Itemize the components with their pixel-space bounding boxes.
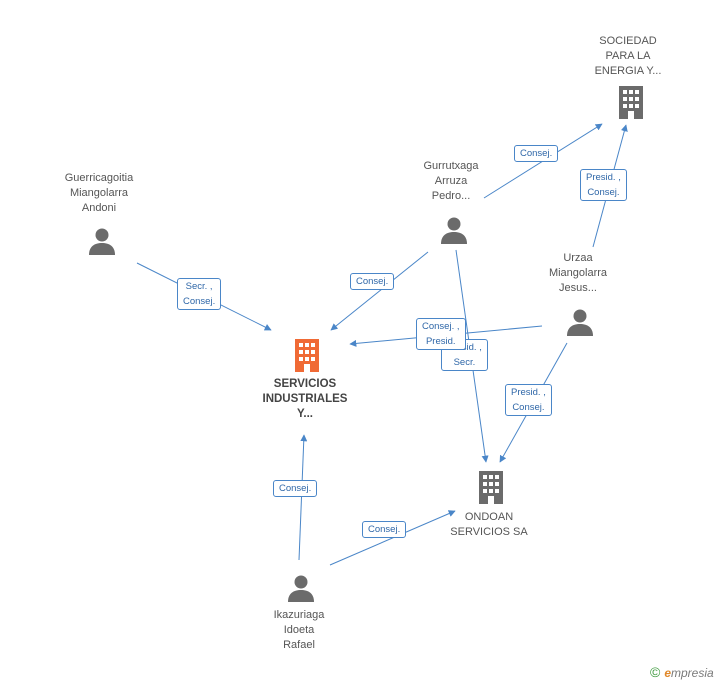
building-icon[interactable] [291,338,323,372]
label-line: Consej. [512,402,545,413]
label-line: SERVICIOS [273,378,337,390]
company-label-servicios[interactable]: SERVICIOS INDUSTRIALES Y... [245,377,365,422]
person-icon[interactable] [287,574,315,602]
person-icon[interactable] [88,227,116,255]
edge-label-consej-presid[interactable]: Consej. , Presid. [416,318,466,350]
label-line: ONDOAN [464,511,514,523]
label-line: Consej. [183,296,216,307]
label-line: Pedro... [431,190,471,202]
label-line: Urzaa [563,252,593,264]
edge-label-presid-consej[interactable]: Presid. , Consej. [505,384,552,416]
label-line: INDUSTRIALES [262,393,348,405]
edge-ikazuriaga-servicios [298,434,308,561]
label-line: Jesus... [559,282,597,294]
label-line: Presid. [425,336,456,347]
person-label-guerricagoitia[interactable]: Guerricagoitia Miangolarra Andoni [49,171,149,216]
label-line: Rafael [283,639,315,651]
label-line: Secr. , [185,281,213,292]
label-line: Y... [297,408,313,420]
person-label-urzaa[interactable]: Urzaa Miangolarra Jesus... [528,251,628,296]
edge-ikazuriaga-ondoan [329,510,456,566]
label-line: SOCIEDAD [599,35,657,47]
label-line: Miangolarra [548,267,608,279]
building-icon[interactable] [475,470,507,504]
person-icon[interactable] [566,308,594,336]
person-label-gurrutxaga[interactable]: Gurrutxaga Arruza Pedro... [401,159,501,204]
label-line: Consej. [587,187,620,198]
label-line: Consej. [356,276,389,287]
company-label-sociedad[interactable]: SOCIEDAD PARA LA ENERGIA Y... [578,34,678,79]
label-line: Gurrutxaga [423,160,479,172]
brand-e: e [664,666,672,680]
label-line: Consej. [368,524,401,535]
building-icon[interactable] [615,85,647,119]
brand-name: mpresia [671,666,714,680]
label-line: SERVICIOS SA [450,526,528,538]
label-line: Miangolarra [69,187,129,199]
label-line: Presid. , [511,387,546,398]
edge-label-consej[interactable]: Consej. [350,273,395,290]
label-line: Consej. [279,483,312,494]
label-line: Ikazuriaga [273,609,325,621]
edge-label-consej[interactable]: Consej. [273,480,318,497]
edge-label-secr-consej[interactable]: Secr. , Consej. [177,278,222,310]
label-line: Consej. [520,148,553,159]
label-line: Consej. , [422,321,460,332]
label-line: Presid. , [586,172,621,183]
empresia-logo[interactable]: ©empresia [650,664,714,680]
person-icon[interactable] [440,216,468,244]
copyright-icon: © [650,664,661,680]
edge-label-consej[interactable]: Consej. [514,145,559,162]
label-line: Guerricagoitia [64,172,134,184]
edge-label-consej[interactable]: Consej. [362,521,407,538]
label-line: PARA LA [605,50,651,62]
person-label-ikazuriaga[interactable]: Ikazuriaga Idoeta Rafael [249,608,349,653]
label-line: Idoeta [283,624,315,636]
company-label-ondoan[interactable]: ONDOAN SERVICIOS SA [439,510,539,540]
edge-label-presid-consej[interactable]: Presid. , Consej. [580,169,627,201]
edge-gurrutxaga-servicios [330,251,429,331]
label-line: ENERGIA Y... [594,65,662,77]
label-line: Arruza [434,175,468,187]
label-line: Secr. [453,357,476,368]
label-line: Andoni [81,202,117,214]
